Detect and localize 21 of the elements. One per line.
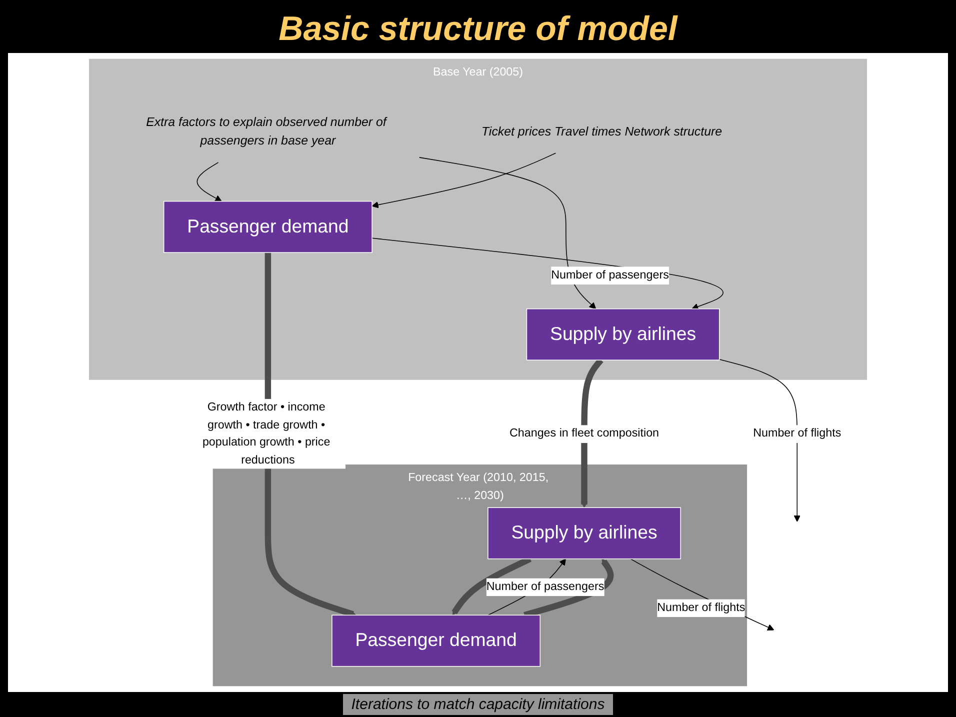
arrow (372, 238, 724, 310)
node-box: Supply by airlines (526, 308, 720, 360)
edge-label: Number of flights (753, 426, 842, 440)
node-text: Extra factors to explain observed number of passengers in base year (146, 116, 386, 148)
arrow (630, 558, 774, 630)
arrow (718, 358, 801, 522)
arrow (372, 152, 556, 208)
node-box: Supply by airlines (488, 507, 681, 560)
arrow (418, 157, 596, 310)
edge-label: Number of flights (657, 600, 746, 614)
edge-label: Number of passengers (551, 268, 669, 282)
note-text: Iterations to match capacity limitations (343, 694, 613, 715)
node-box: Passenger demand (163, 200, 372, 253)
arrow (196, 162, 222, 202)
edge-label: Growth factor • income growth • trade growth • population growth • price reductions (202, 400, 330, 466)
title: Basic structure of model (278, 10, 678, 49)
node-box: Passenger demand (332, 614, 541, 667)
edge-label: Changes in fleet composition (509, 426, 660, 440)
node-text: Ticket prices Travel times Network structure (481, 125, 722, 138)
arrow (580, 358, 604, 508)
edge-label: Number of passengers (486, 580, 604, 594)
